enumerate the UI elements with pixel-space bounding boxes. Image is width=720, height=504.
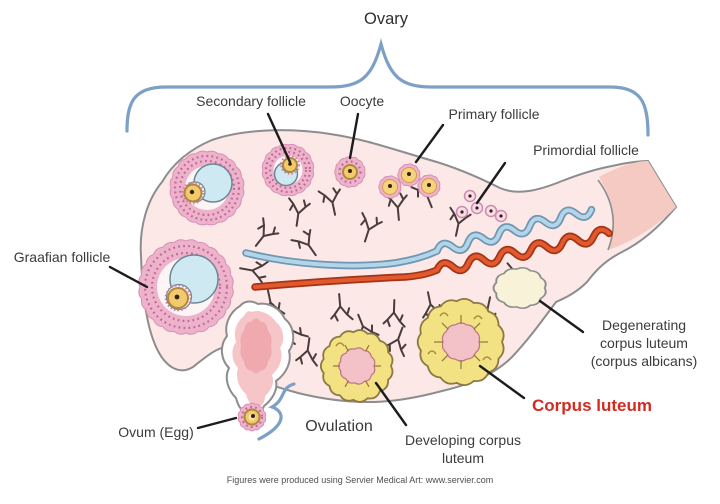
primordial-follicle-pointer	[475, 161, 507, 205]
developing-cl-pointer	[374, 381, 408, 427]
primary-follicle-pointer	[414, 123, 445, 164]
degenerating-corpus-luteum-label: Degenerating corpus luteum (corpus albic…	[590, 317, 698, 370]
graafian-follicle-label: Graafian follicle	[13, 249, 111, 265]
ovary-label: Ovary	[363, 10, 409, 28]
ovulation-label: Ovulation	[305, 418, 373, 435]
ovum-pointer	[196, 416, 238, 430]
pointer-lines	[108, 112, 585, 430]
ovum-shape	[237, 402, 267, 432]
secondary-follicle-shape	[261, 143, 315, 197]
primordial-follicles-shape	[455, 189, 508, 223]
corpus-luteum-label: Corpus luteum	[532, 396, 652, 415]
secondary-follicle-label: Secondary follicle	[196, 93, 306, 109]
oocyte-follicle-shape	[334, 156, 366, 188]
blood-vessels	[242, 205, 613, 291]
ovarian-stalk	[597, 161, 676, 251]
corpus-luteum-pointer	[478, 364, 526, 400]
oocyte-pointer	[348, 112, 360, 160]
corpus-luteum-shape	[416, 298, 505, 386]
primary-follicles-shape	[378, 163, 441, 199]
attribution-footer: Figures were produced using Servier Medi…	[226, 475, 494, 485]
secondary-follicle-pointer	[266, 112, 292, 164]
degenerating-cl-pointer	[538, 299, 585, 334]
tertiary-follicle-shape	[169, 150, 245, 226]
primary-follicle-label: Primary follicle	[448, 106, 540, 122]
corpus-albicans-shape	[492, 267, 547, 309]
graafian-follicle-pointer	[108, 265, 149, 289]
ovary-brace	[125, 37, 650, 137]
developing-corpus-luteum-shape	[319, 329, 394, 403]
oocyte-label: Oocyte	[339, 93, 385, 109]
ovum-label: Ovum (Egg)	[118, 424, 194, 440]
developing-corpus-luteum-label: Developing corpus luteum	[405, 432, 521, 467]
graafian-follicle-shape	[138, 239, 234, 335]
primordial-follicle-label: Primordial follicle	[533, 142, 639, 158]
ovulation-brace	[257, 382, 296, 441]
ovulating-follicle-shape	[221, 300, 295, 416]
